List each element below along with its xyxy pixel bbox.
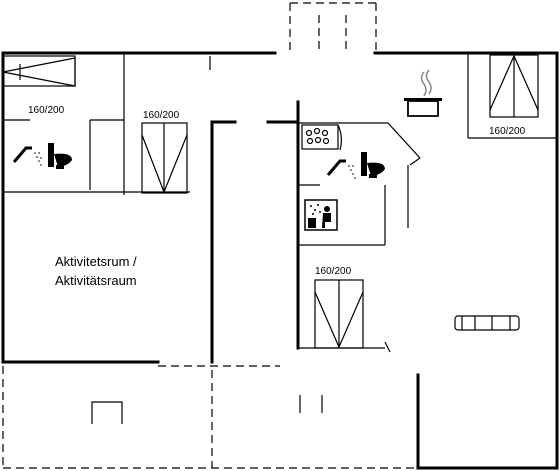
- bed-size-label: 160/200: [28, 105, 65, 116]
- bed-size-label: 160/200: [315, 266, 352, 277]
- cooking-pot-icon: [404, 69, 442, 117]
- bed-top-right: 160/200: [489, 54, 539, 137]
- sauna-icon: [304, 199, 338, 231]
- activity-room-label: Aktivitetsrum / Aktivitätsraum: [55, 254, 137, 288]
- center-bathroom-fixtures: [326, 152, 385, 179]
- shower-icon: [12, 146, 42, 166]
- stove-icon: [301, 124, 342, 151]
- bed-size-label: 160/200: [143, 110, 180, 121]
- shower-icon: [326, 159, 356, 179]
- carport-fixture: [91, 401, 123, 424]
- left-bathroom-fixtures: [12, 143, 72, 169]
- outer-walls: [1, 51, 559, 470]
- toilet-icon: [48, 143, 72, 169]
- bed-center: 160/200: [314, 266, 364, 349]
- bed-top-left: 160/200: [2, 55, 76, 116]
- dashed-outlines: [2, 2, 418, 469]
- toilet-icon: [361, 152, 385, 178]
- interior-walls: [3, 53, 557, 413]
- sofa-icon: [454, 315, 520, 331]
- bed-left-second: 160/200: [141, 110, 188, 194]
- bed-size-label: 160/200: [489, 126, 526, 137]
- room-label-line1: Aktivitetsrum /: [55, 254, 137, 269]
- room-label-line2: Aktivitätsraum: [55, 273, 137, 288]
